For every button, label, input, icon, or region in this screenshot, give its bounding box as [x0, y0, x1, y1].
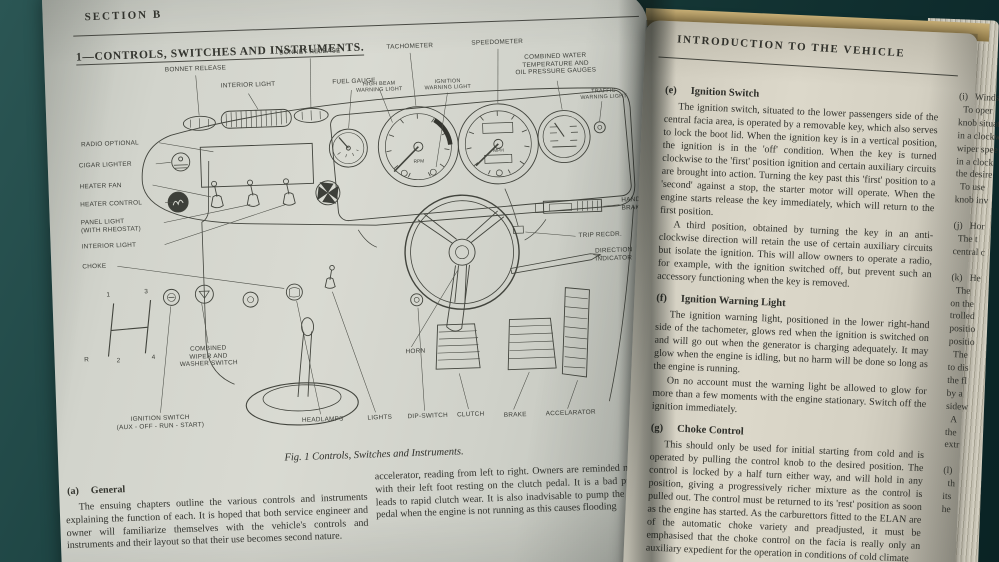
tach-rpm-text: RPM — [413, 158, 424, 164]
left-column-paragraph: The ensuing chapters outline the various… — [65, 491, 369, 552]
section-g-title: Choke Control — [676, 423, 744, 438]
speedo-mph-text: MPH — [493, 148, 504, 154]
label-panel-light: PANEL LIGHT (WITH RHEOSTAT) — [80, 217, 142, 235]
label-direction-indicator: DIRECTION INDICATOR — [594, 246, 633, 263]
label-gear-1: 1 — [106, 291, 111, 299]
section-e-paragraph-2: A third position, obtained by turning th… — [657, 219, 934, 290]
clipped-second-column: (i) Windsc To oper knob situat in a cloc… — [941, 92, 999, 516]
label-heater-fan: HEATER FAN — [79, 182, 122, 191]
label-choke: CHOKE — [82, 262, 107, 271]
section-f-id: (f) — [656, 292, 668, 305]
right-page-content: INTRODUCTION TO THE VEHICLE (e) Ignition … — [636, 27, 999, 562]
label-traffic-warning: TRAFFIC WARNING LIGHT — [580, 87, 628, 102]
left-page-content: SECTION B 1—CONTROLS, SWITCHES AND INSTR… — [48, 0, 672, 562]
label-trip-recorder: TRIP RECDR. — [578, 230, 623, 240]
section-e-paragraph-1: The ignition switch, situated to the low… — [659, 101, 939, 218]
section-header: SECTION B — [84, 8, 163, 24]
right-page: INTRODUCTION TO THE VEHICLE (e) Ignition … — [622, 20, 999, 562]
section-a-id: (a) — [66, 485, 80, 498]
section-a-title: General — [90, 484, 126, 497]
right-header-rule — [658, 56, 958, 77]
left-page: SECTION B 1—CONTROLS, SWITCHES AND INSTR… — [41, 0, 672, 562]
section-f-title: Ignition Warning Light — [680, 293, 786, 310]
label-gear-2: 2 — [116, 357, 121, 365]
label-gear-3: 3 — [144, 288, 149, 296]
label-combined-gauges: COMBINED WATER TEMPERATURE AND OIL PRESS… — [515, 51, 597, 77]
right-text-column: (e) Ignition Switch The ignition switch, … — [646, 75, 940, 562]
section-g-paragraph-1: This should only be used for initial sta… — [645, 439, 925, 562]
section-f-paragraph-1: The ignition warning light, positioned i… — [653, 309, 930, 376]
dashboard-diagram: RPM MPH BONNET RELEASE BONNET RELEASE IN… — [60, 34, 654, 456]
label-gear-r: R — [84, 356, 90, 364]
dashboard-line-art: RPM MPH — [107, 48, 636, 426]
section-a-heading: (a) General — [67, 484, 125, 497]
right-page-header: INTRODUCTION TO THE VEHICLE — [676, 33, 906, 60]
section-g-id: (g) — [650, 422, 664, 435]
label-combined-wiper: COMBINED WIPER AND WASHER SWITCH — [179, 344, 238, 369]
section-e-id: (e) — [664, 84, 677, 97]
section-e-title: Ignition Switch — [690, 85, 760, 100]
label-gear-4: 4 — [151, 353, 156, 362]
